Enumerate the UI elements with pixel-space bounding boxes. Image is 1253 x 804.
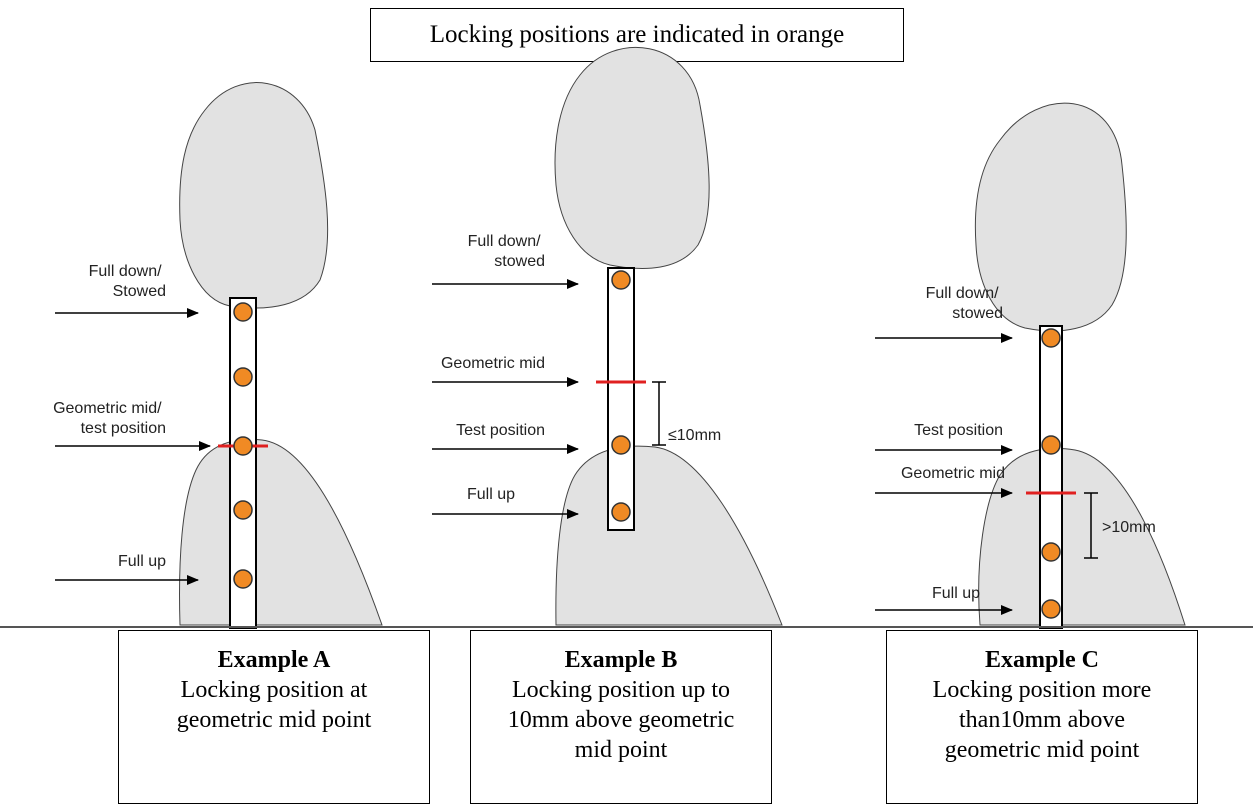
example-c-lock-position bbox=[1041, 599, 1061, 619]
example-a-label-full-down: Full down/ Stowed bbox=[89, 263, 166, 300]
example-b-dimension-label: ≤10mm bbox=[668, 427, 721, 444]
example-a-lock-position bbox=[233, 302, 253, 322]
example-c-label-full-up: Full up bbox=[932, 585, 980, 602]
example-b-label-full-down: Full down/ stowed bbox=[468, 233, 545, 270]
example-a-lock-position bbox=[233, 367, 253, 387]
example-b-headrest bbox=[554, 46, 710, 269]
example-c-figure: Full down/ stowed Test position Geometri… bbox=[875, 102, 1186, 629]
example-a-lock-position bbox=[233, 569, 253, 589]
example-b-lock-position bbox=[611, 270, 631, 290]
example-b-lock-position bbox=[611, 502, 631, 522]
example-a-label-full-up: Full up bbox=[118, 553, 166, 570]
example-b-caption: Example B Locking position up to 10mm ab… bbox=[470, 630, 772, 804]
example-c-dimension-label: >10mm bbox=[1102, 519, 1156, 536]
example-b-label-geometric-mid: Geometric mid bbox=[441, 355, 545, 372]
example-c-seat-back bbox=[978, 447, 1186, 626]
example-c-lock-position bbox=[1041, 435, 1061, 455]
example-a-lock-position bbox=[233, 500, 253, 520]
example-c-lock-position bbox=[1041, 328, 1061, 348]
example-c-post bbox=[1039, 325, 1063, 629]
example-b-label-test-position: Test position bbox=[456, 422, 545, 439]
example-b-figure: Full down/ stowed Geometric mid Test pos… bbox=[432, 46, 783, 626]
example-a-headrest bbox=[179, 82, 329, 309]
example-b-dimension: ≤10mm bbox=[652, 381, 721, 446]
example-a-caption-text: Locking position at geometric mid point bbox=[176, 677, 372, 733]
example-c-lock-position bbox=[1041, 542, 1061, 562]
example-b-post bbox=[607, 267, 635, 531]
example-a-lock-position bbox=[233, 436, 253, 456]
example-b-label-full-up: Full up bbox=[467, 486, 515, 503]
example-b-caption-title: Example B bbox=[564, 647, 678, 673]
example-a-caption: Example A Locking position at geometric … bbox=[118, 630, 430, 804]
example-b-lock-position bbox=[611, 435, 631, 455]
example-b-caption-text: Locking position up to 10mm above geomet… bbox=[507, 677, 735, 763]
example-a-caption-title: Example A bbox=[217, 647, 331, 673]
example-c-label-full-down: Full down/ stowed bbox=[926, 285, 1003, 322]
example-c-caption-title: Example C bbox=[985, 647, 1099, 673]
example-c-caption: Example C Locking position more than10mm… bbox=[886, 630, 1198, 804]
example-c-label-test-position: Test position bbox=[914, 422, 1003, 439]
example-b-seat-back bbox=[555, 445, 783, 626]
example-c-caption-text: Locking position more than10mm above geo… bbox=[932, 677, 1152, 763]
example-a-seat-back bbox=[179, 438, 383, 626]
example-c-headrest bbox=[974, 102, 1127, 332]
example-c-dimension: >10mm bbox=[1084, 492, 1156, 559]
example-c-label-geometric-mid: Geometric mid bbox=[901, 465, 1005, 482]
example-a-figure: Full down/ Stowed Geometric mid/ test po… bbox=[53, 82, 383, 629]
example-a-label-geometric-mid: Geometric mid/ test position bbox=[53, 400, 166, 437]
